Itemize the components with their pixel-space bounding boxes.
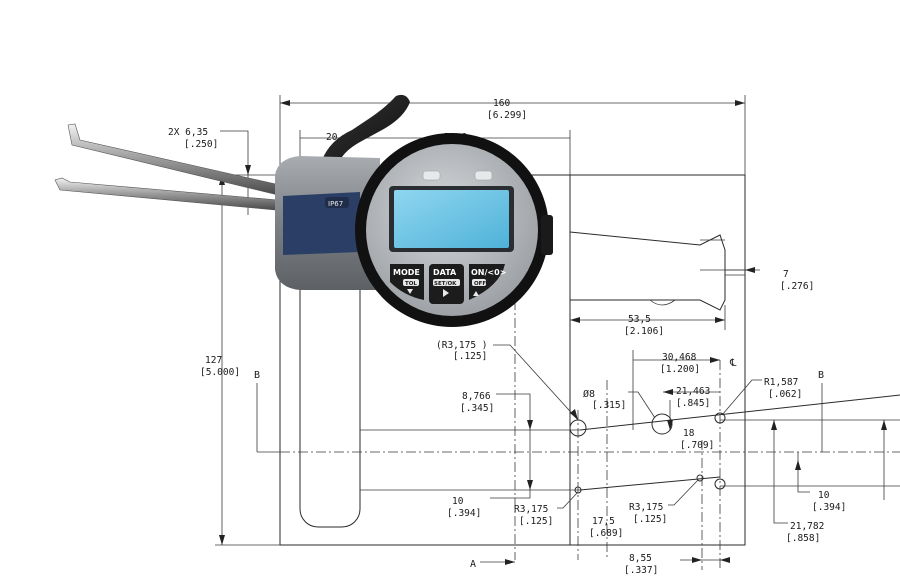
on-zero-button-label: ON/<0>: [471, 268, 506, 277]
off-label: OFF: [474, 281, 486, 287]
dim-r3175-bl: R3,175: [514, 504, 548, 515]
dim-18-inch: [.709]: [680, 440, 714, 451]
dim-8-766-inch: [.345]: [460, 403, 494, 414]
datum-a: A: [470, 559, 476, 570]
dim-10-left: 10: [452, 496, 464, 507]
ip-rating: IP67: [328, 200, 343, 208]
data-button[interactable]: DATA SET/OK: [429, 264, 464, 304]
dim-21-782-inch: [.858]: [786, 533, 820, 544]
dim-dia8: Ø8: [583, 388, 595, 400]
down-arrow-icon: [407, 289, 413, 294]
datum-b-right: B: [818, 370, 824, 381]
overall-width-inch: [6.299]: [487, 110, 527, 121]
dim-21-463: 21,463: [676, 386, 710, 397]
dim-17-5-inch: [.689]: [589, 528, 623, 539]
lever[interactable]: [322, 94, 410, 165]
hole-spec: 2X 6,35: [168, 127, 208, 138]
dim-7: 7: [783, 269, 789, 280]
bore-gauge: IP67 MODE TOL DATA SET/OK ON/<0>: [54, 94, 553, 327]
dim-dia8-inch: [.315]: [592, 400, 626, 411]
dim-10-left-inch: [.394]: [447, 508, 481, 519]
hole-spec-inch: [.250]: [184, 139, 218, 150]
dim-8-55-inch: [.337]: [624, 565, 658, 576]
height-value: 127: [205, 355, 222, 366]
dim-17-5: 17,5: [592, 516, 615, 527]
height-inch: [5.000]: [200, 367, 240, 378]
dim-10-right: 10: [818, 490, 830, 501]
hole-dia8: [651, 413, 673, 435]
dim-r1587-inch: [.062]: [768, 389, 802, 400]
dim-21-782: 21,782: [790, 521, 824, 532]
dim-10-right-inch: [.394]: [812, 502, 846, 513]
dim-7-inch: [.276]: [780, 281, 814, 292]
setok-label: SET/OK: [434, 281, 457, 287]
dim-8-766: 8,766: [462, 391, 491, 402]
dim-8-55: 8,55: [629, 553, 652, 564]
up-arrow-icon: [473, 291, 479, 296]
dim-30-468: 30,468: [662, 352, 697, 363]
ip-rating-badge: [325, 197, 349, 208]
dim-53-5: 53,5: [628, 314, 651, 325]
mode-button[interactable]: MODE TOL: [390, 264, 424, 300]
dim-r1587: R1,587: [764, 377, 798, 388]
jaw-profile: [569, 231, 726, 311]
centerline-symbol: ℄: [729, 358, 737, 369]
blueprint-drawing: 160 [6.299] 20 71,6 2X 6,35 [.250] 127 […: [168, 95, 900, 576]
dim-r3175-top-inch: [.125]: [453, 351, 487, 362]
dim-53-5-inch: [2.106]: [624, 326, 664, 337]
dim-30-468-inch: [1.200]: [660, 364, 700, 375]
dim-21-463-inch: [.845]: [676, 398, 710, 409]
mode-button-label: MODE: [393, 268, 420, 277]
datum-b-left: B: [254, 370, 260, 381]
overall-width-value: 160: [493, 98, 510, 109]
on-zero-button[interactable]: ON/<0> OFF: [469, 264, 506, 300]
dim-r3175-br-inch: [.125]: [633, 514, 667, 525]
right-arrow-icon: [443, 289, 449, 297]
data-button-label: DATA: [433, 268, 457, 277]
dim-r3175-top: (R3,175 ): [436, 340, 487, 351]
lcd-screen: [394, 190, 509, 248]
dim-18: 18: [683, 428, 695, 439]
dim-20: 20: [326, 132, 338, 143]
dim-r3175-br: R3,175: [629, 502, 663, 513]
tol-label: TOL: [405, 281, 417, 287]
dim-r3175-bl-inch: [.125]: [519, 516, 553, 527]
